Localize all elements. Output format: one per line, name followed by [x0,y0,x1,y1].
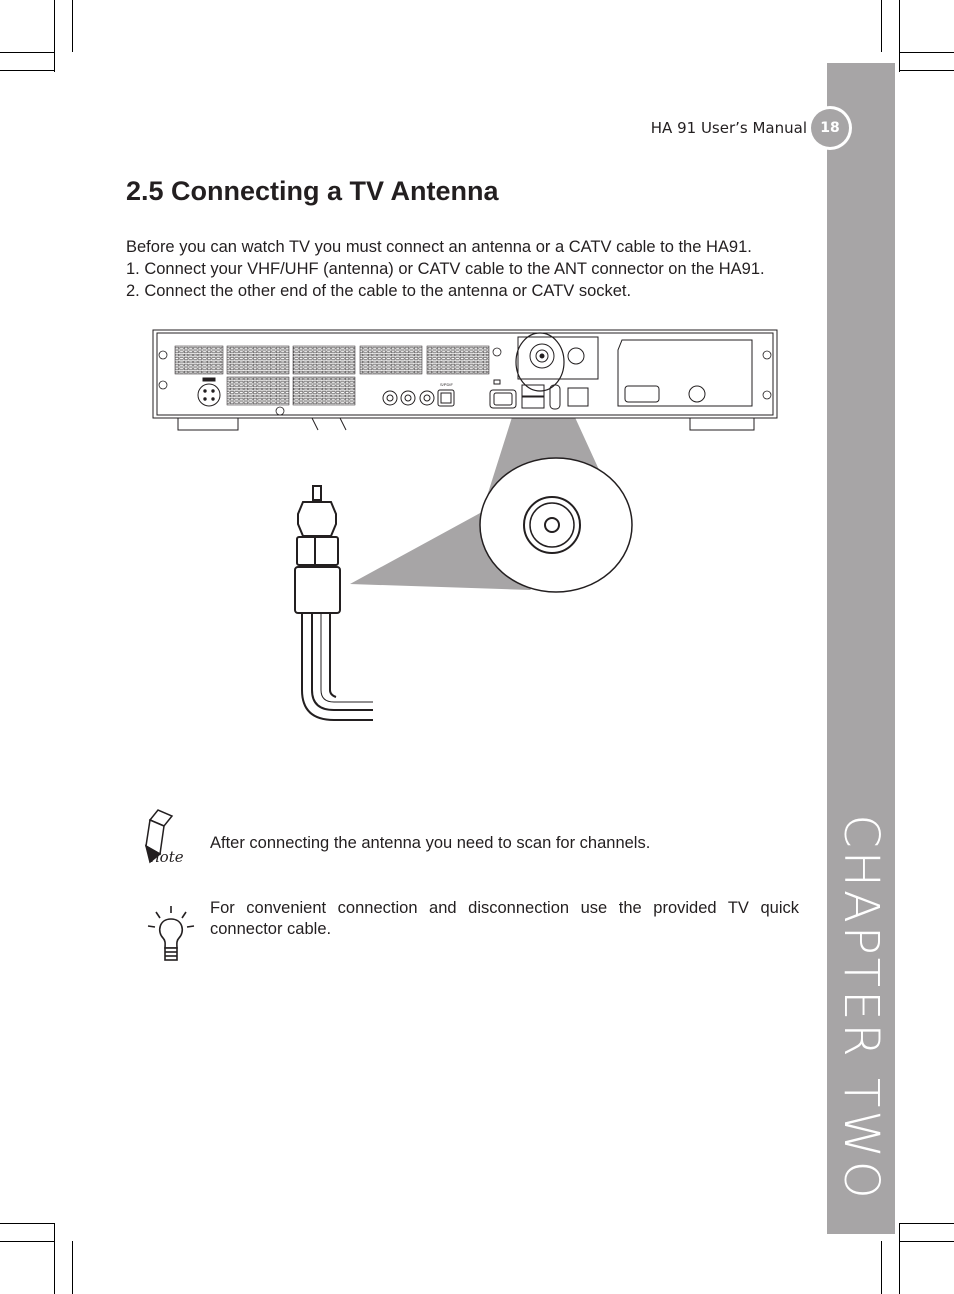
chapter-sidebar [827,63,895,1234]
vent-grilles [174,345,490,406]
crop-mark [899,70,954,71]
crop-mark [54,1223,55,1294]
tuner-module [517,336,599,380]
chapter-label: CHAPTER TWO [833,814,889,1202]
power-connector [197,377,221,407]
note-text: After connecting the antenna you need to… [210,834,651,852]
crop-mark [54,0,55,72]
lightbulb-tip-icon [147,906,195,961]
usb-ports [521,384,589,410]
step-2: 2. Connect the other end of the cable to… [126,282,632,300]
crop-mark [0,70,54,71]
audio-jacks [382,389,455,407]
coax-cable [301,600,373,721]
spdif-label: S/PDIF [440,382,453,387]
note-pencil-icon: note [144,809,184,866]
antenna-connector-closeup [479,457,633,593]
crop-mark [899,1223,900,1294]
crop-mark [899,52,954,53]
crop-mark [899,1241,954,1242]
crop-mark [72,0,73,52]
crop-mark [899,0,900,72]
manual-title: HA 91 User’s Manual [650,119,807,137]
crop-mark [0,52,54,53]
crop-mark [72,1241,73,1294]
crop-mark [881,0,882,52]
crop-mark [0,1223,54,1224]
page-number-badge: 18 [808,106,852,150]
section-title: 2.5 Connecting a TV Antenna [126,176,499,206]
note-icon-word: note [150,848,184,866]
intro-paragraph: Before you can watch TV you must connect… [126,238,752,256]
page-number: 18 [811,109,849,147]
crop-mark [881,1241,882,1294]
vga-port [489,379,517,409]
chassis-screws [158,347,772,416]
rear-panel-antenna-figure: S/PDIF [152,329,778,721]
expansion-slot [617,339,753,407]
tip-text: For convenient connection and disconnect… [210,899,799,938]
coax-plug [294,485,341,614]
crop-mark [0,1241,54,1242]
crop-mark [899,1223,954,1224]
antenna-port-highlight [515,332,565,392]
step-1: 1. Connect your VHF/UHF (antenna) or CAT… [126,260,765,278]
